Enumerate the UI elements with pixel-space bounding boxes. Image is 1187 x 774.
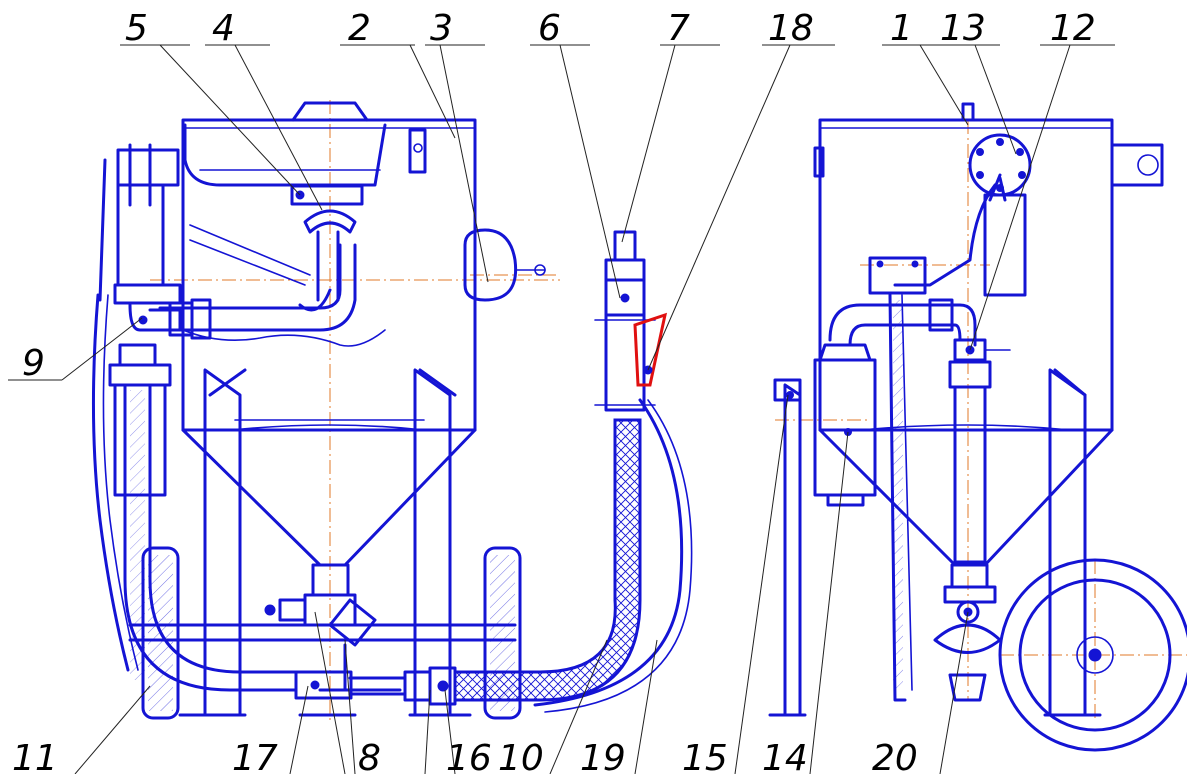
part-labels: 5 4 2 3 6 7 18 1 13 12 9 11 17 8 16 10 1… xyxy=(12,8,1096,774)
legs xyxy=(178,368,472,717)
air-pipe xyxy=(158,243,357,340)
label-12: 12 xyxy=(1050,8,1096,49)
side-view xyxy=(768,102,1187,752)
label-13: 13 xyxy=(940,8,986,49)
label-4: 4 xyxy=(212,8,235,49)
label-9: 9 xyxy=(22,343,45,384)
label-5: 5 xyxy=(125,8,148,49)
label-18: 18 xyxy=(768,8,814,49)
label-2: 2 xyxy=(348,8,371,49)
label-15: 15 xyxy=(682,738,728,774)
side-cylinder xyxy=(893,173,1027,297)
label-11: 11 xyxy=(12,738,58,774)
top-lid xyxy=(183,101,387,187)
label-19: 19 xyxy=(580,738,626,774)
side-wheel xyxy=(998,558,1187,752)
side-separator xyxy=(813,343,877,507)
side-metering-valve xyxy=(933,563,1002,702)
label-7: 7 xyxy=(667,8,690,49)
label-14: 14 xyxy=(762,738,808,774)
side-air-pipe xyxy=(828,298,1011,564)
leader-lines xyxy=(8,44,1115,774)
label-17: 17 xyxy=(232,738,278,774)
side-flange xyxy=(968,133,1032,197)
blast-hose xyxy=(453,418,642,702)
label-6: 6 xyxy=(538,8,561,49)
hose-coupling xyxy=(403,666,457,706)
internal-valve xyxy=(189,184,364,312)
label-16: 16 xyxy=(446,738,492,774)
label-3: 3 xyxy=(430,8,453,49)
label-8: 8 xyxy=(358,738,381,774)
label-20: 20 xyxy=(872,738,918,774)
air-inlet xyxy=(91,143,298,692)
deadman-handle xyxy=(633,312,668,387)
inspection-cover xyxy=(463,228,546,302)
metering-valve xyxy=(264,563,402,700)
label-1: 1 xyxy=(890,8,913,49)
label-10: 10 xyxy=(498,738,544,774)
front-view xyxy=(91,100,693,720)
